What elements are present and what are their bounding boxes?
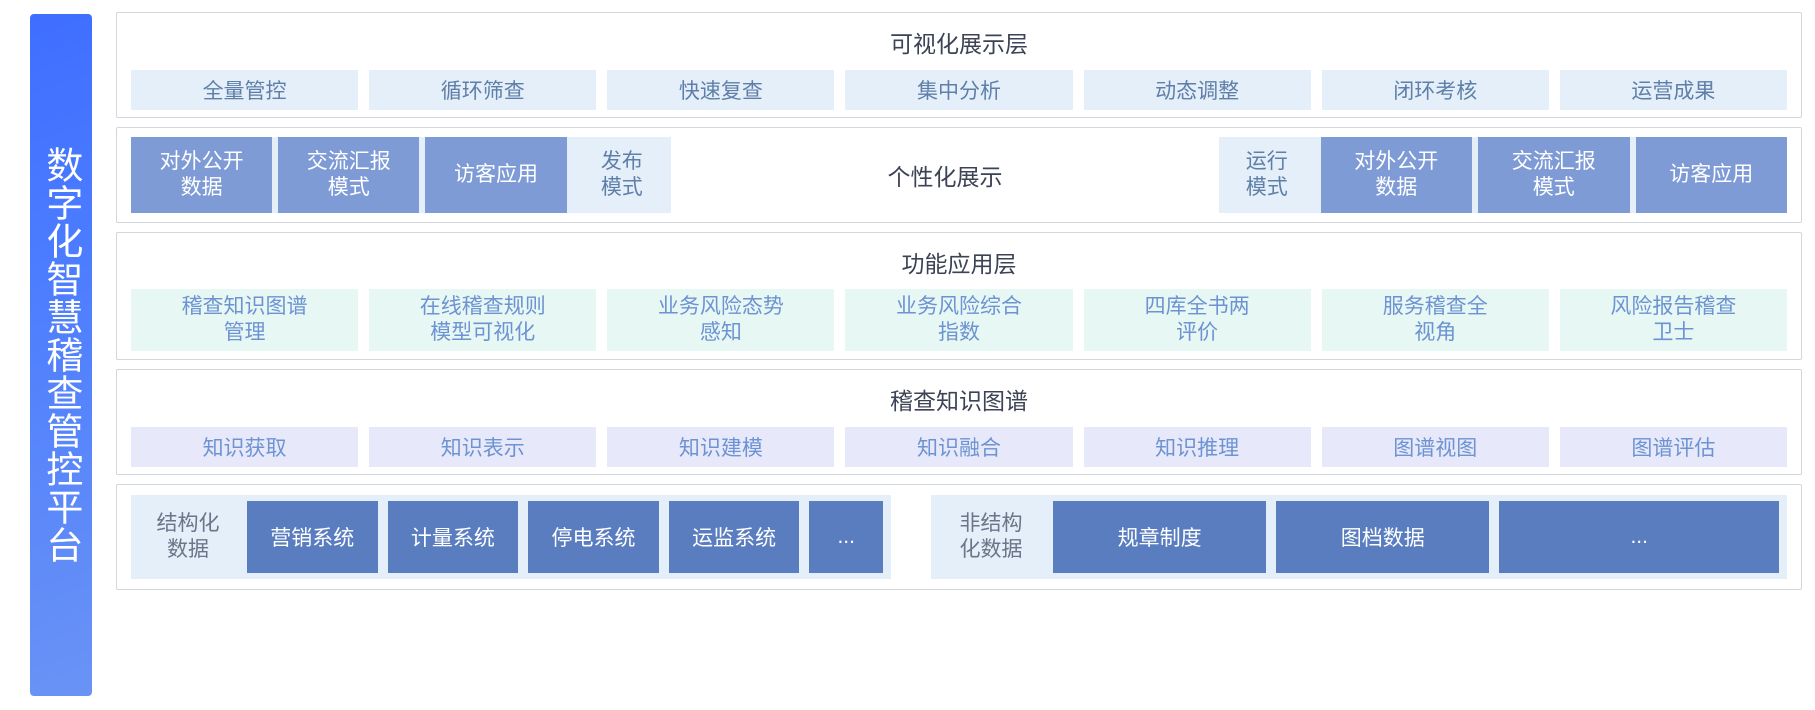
data-box-structured-2[interactable]: 停电系统 <box>528 501 659 573</box>
data-box-unstructured-0[interactable]: 规章制度 <box>1053 501 1267 573</box>
chip-functional-1[interactable]: 在线稽查规则模型可视化 <box>369 289 597 351</box>
layer-panel-functional: 功能应用层 稽查知识图谱管理 在线稽查规则模型可视化 业务风险态势感知 业务风险… <box>116 232 1802 360</box>
chip-visualization-0[interactable]: 全量管控 <box>131 70 359 110</box>
personalized-left-group: 对外公开数据 交流汇报模式 访客应用 发布模式 <box>131 137 671 213</box>
chip-functional-0[interactable]: 稽查知识图谱管理 <box>131 289 359 351</box>
chip-row-functional: 稽查知识图谱管理 在线稽查规则模型可视化 业务风险态势感知 业务风险综合指数 四… <box>117 289 1801 365</box>
personalized-right-cell-0[interactable]: 运行模式 <box>1245 149 1288 199</box>
layer-panel-knowledge-graph: 稽查知识图谱 知识获取 知识表示 知识建模 知识融合 知识推理 图谱视图 图谱评… <box>116 369 1802 475</box>
chip-knowledge-graph-1[interactable]: 知识表示 <box>369 427 597 467</box>
data-group-structured: 结构化数据 营销系统 计量系统 停电系统 运监系统 ... <box>131 495 891 579</box>
platform-title-bar: 数字化智慧稽查管控平台 <box>30 14 92 696</box>
chip-knowledge-graph-5[interactable]: 图谱视图 <box>1321 427 1549 467</box>
chip-row-knowledge-graph: 知识获取 知识表示 知识建模 知识融合 知识推理 图谱视图 图谱评估 <box>117 427 1801 481</box>
layer-stack: 可视化展示层 全量管控 循环筛查 快速复查 集中分析 动态调整 闭环考核 运营成… <box>116 12 1802 700</box>
chip-visualization-2[interactable]: 快速复查 <box>607 70 835 110</box>
chip-row-visualization: 全量管控 循环筛查 快速复查 集中分析 动态调整 闭环考核 运营成果 <box>117 70 1801 124</box>
personalized-right-cell-2[interactable]: 交流汇报模式 <box>1478 137 1630 213</box>
chip-visualization-1[interactable]: 循环筛查 <box>369 70 597 110</box>
chip-visualization-6[interactable]: 运营成果 <box>1559 70 1787 110</box>
chip-functional-2[interactable]: 业务风险态势感知 <box>607 289 835 351</box>
data-group-unstructured: 非结构化数据 规章制度 图档数据 ... <box>931 495 1787 579</box>
personalized-center-title: 个性化展示 <box>671 137 1219 213</box>
data-group-structured-label: 结构化数据 <box>156 511 220 561</box>
layer-title-knowledge-graph: 稽查知识图谱 <box>890 388 1028 414</box>
data-box-unstructured-1[interactable]: 图档数据 <box>1276 501 1490 573</box>
personalized-left-cell-1[interactable]: 交流汇报模式 <box>278 137 420 213</box>
chip-knowledge-graph-2[interactable]: 知识建模 <box>607 427 835 467</box>
chip-knowledge-graph-6[interactable]: 图谱评估 <box>1559 427 1787 467</box>
personalized-left-cell-2[interactable]: 访客应用 <box>425 137 567 213</box>
chip-visualization-4[interactable]: 动态调整 <box>1083 70 1311 110</box>
data-box-structured-4[interactable]: ... <box>809 501 883 573</box>
data-box-structured-1[interactable]: 计量系统 <box>387 501 519 573</box>
chip-functional-6[interactable]: 风险报告稽查卫士 <box>1559 289 1787 351</box>
chip-functional-4[interactable]: 四库全书两评价 <box>1083 289 1311 351</box>
layer-panel-visualization: 可视化展示层 全量管控 循环筛查 快速复查 集中分析 动态调整 闭环考核 运营成… <box>116 12 1802 118</box>
chip-visualization-5[interactable]: 闭环考核 <box>1321 70 1549 110</box>
personalized-left-cell-3[interactable]: 发布模式 <box>600 149 643 199</box>
personalized-right-cell-3[interactable]: 访客应用 <box>1635 137 1787 213</box>
chip-knowledge-graph-0[interactable]: 知识获取 <box>131 427 359 467</box>
data-box-structured-3[interactable]: 运监系统 <box>668 501 800 573</box>
chip-functional-5[interactable]: 服务稽查全视角 <box>1321 289 1549 351</box>
chip-functional-3[interactable]: 业务风险综合指数 <box>845 289 1073 351</box>
layer-title-functional: 功能应用层 <box>901 251 1017 277</box>
personalized-right-cell-1[interactable]: 对外公开数据 <box>1320 137 1473 213</box>
personalized-left-cell-0[interactable]: 对外公开数据 <box>131 137 273 213</box>
data-group-divider <box>905 495 917 579</box>
platform-title-text: 数字化智慧稽查管控平台 <box>40 146 82 564</box>
data-box-unstructured-2[interactable]: ... <box>1499 501 1780 573</box>
layer-title-visualization: 可视化展示层 <box>890 31 1028 57</box>
chip-knowledge-graph-4[interactable]: 知识推理 <box>1083 427 1311 467</box>
chip-knowledge-graph-3[interactable]: 知识融合 <box>845 427 1073 467</box>
personalized-right-group: 运行模式 对外公开数据 交流汇报模式 访客应用 <box>1219 137 1787 213</box>
chip-visualization-3[interactable]: 集中分析 <box>845 70 1073 110</box>
layer-panel-data-sources: 结构化数据 营销系统 计量系统 停电系统 运监系统 ... 非结构化数据 规章制… <box>116 484 1802 590</box>
layer-panel-personalized: 对外公开数据 交流汇报模式 访客应用 发布模式 个性化展示 运行模式 对外公开数… <box>116 127 1802 223</box>
data-box-structured-0[interactable]: 营销系统 <box>247 501 378 573</box>
data-group-unstructured-label: 非结构化数据 <box>959 511 1023 561</box>
